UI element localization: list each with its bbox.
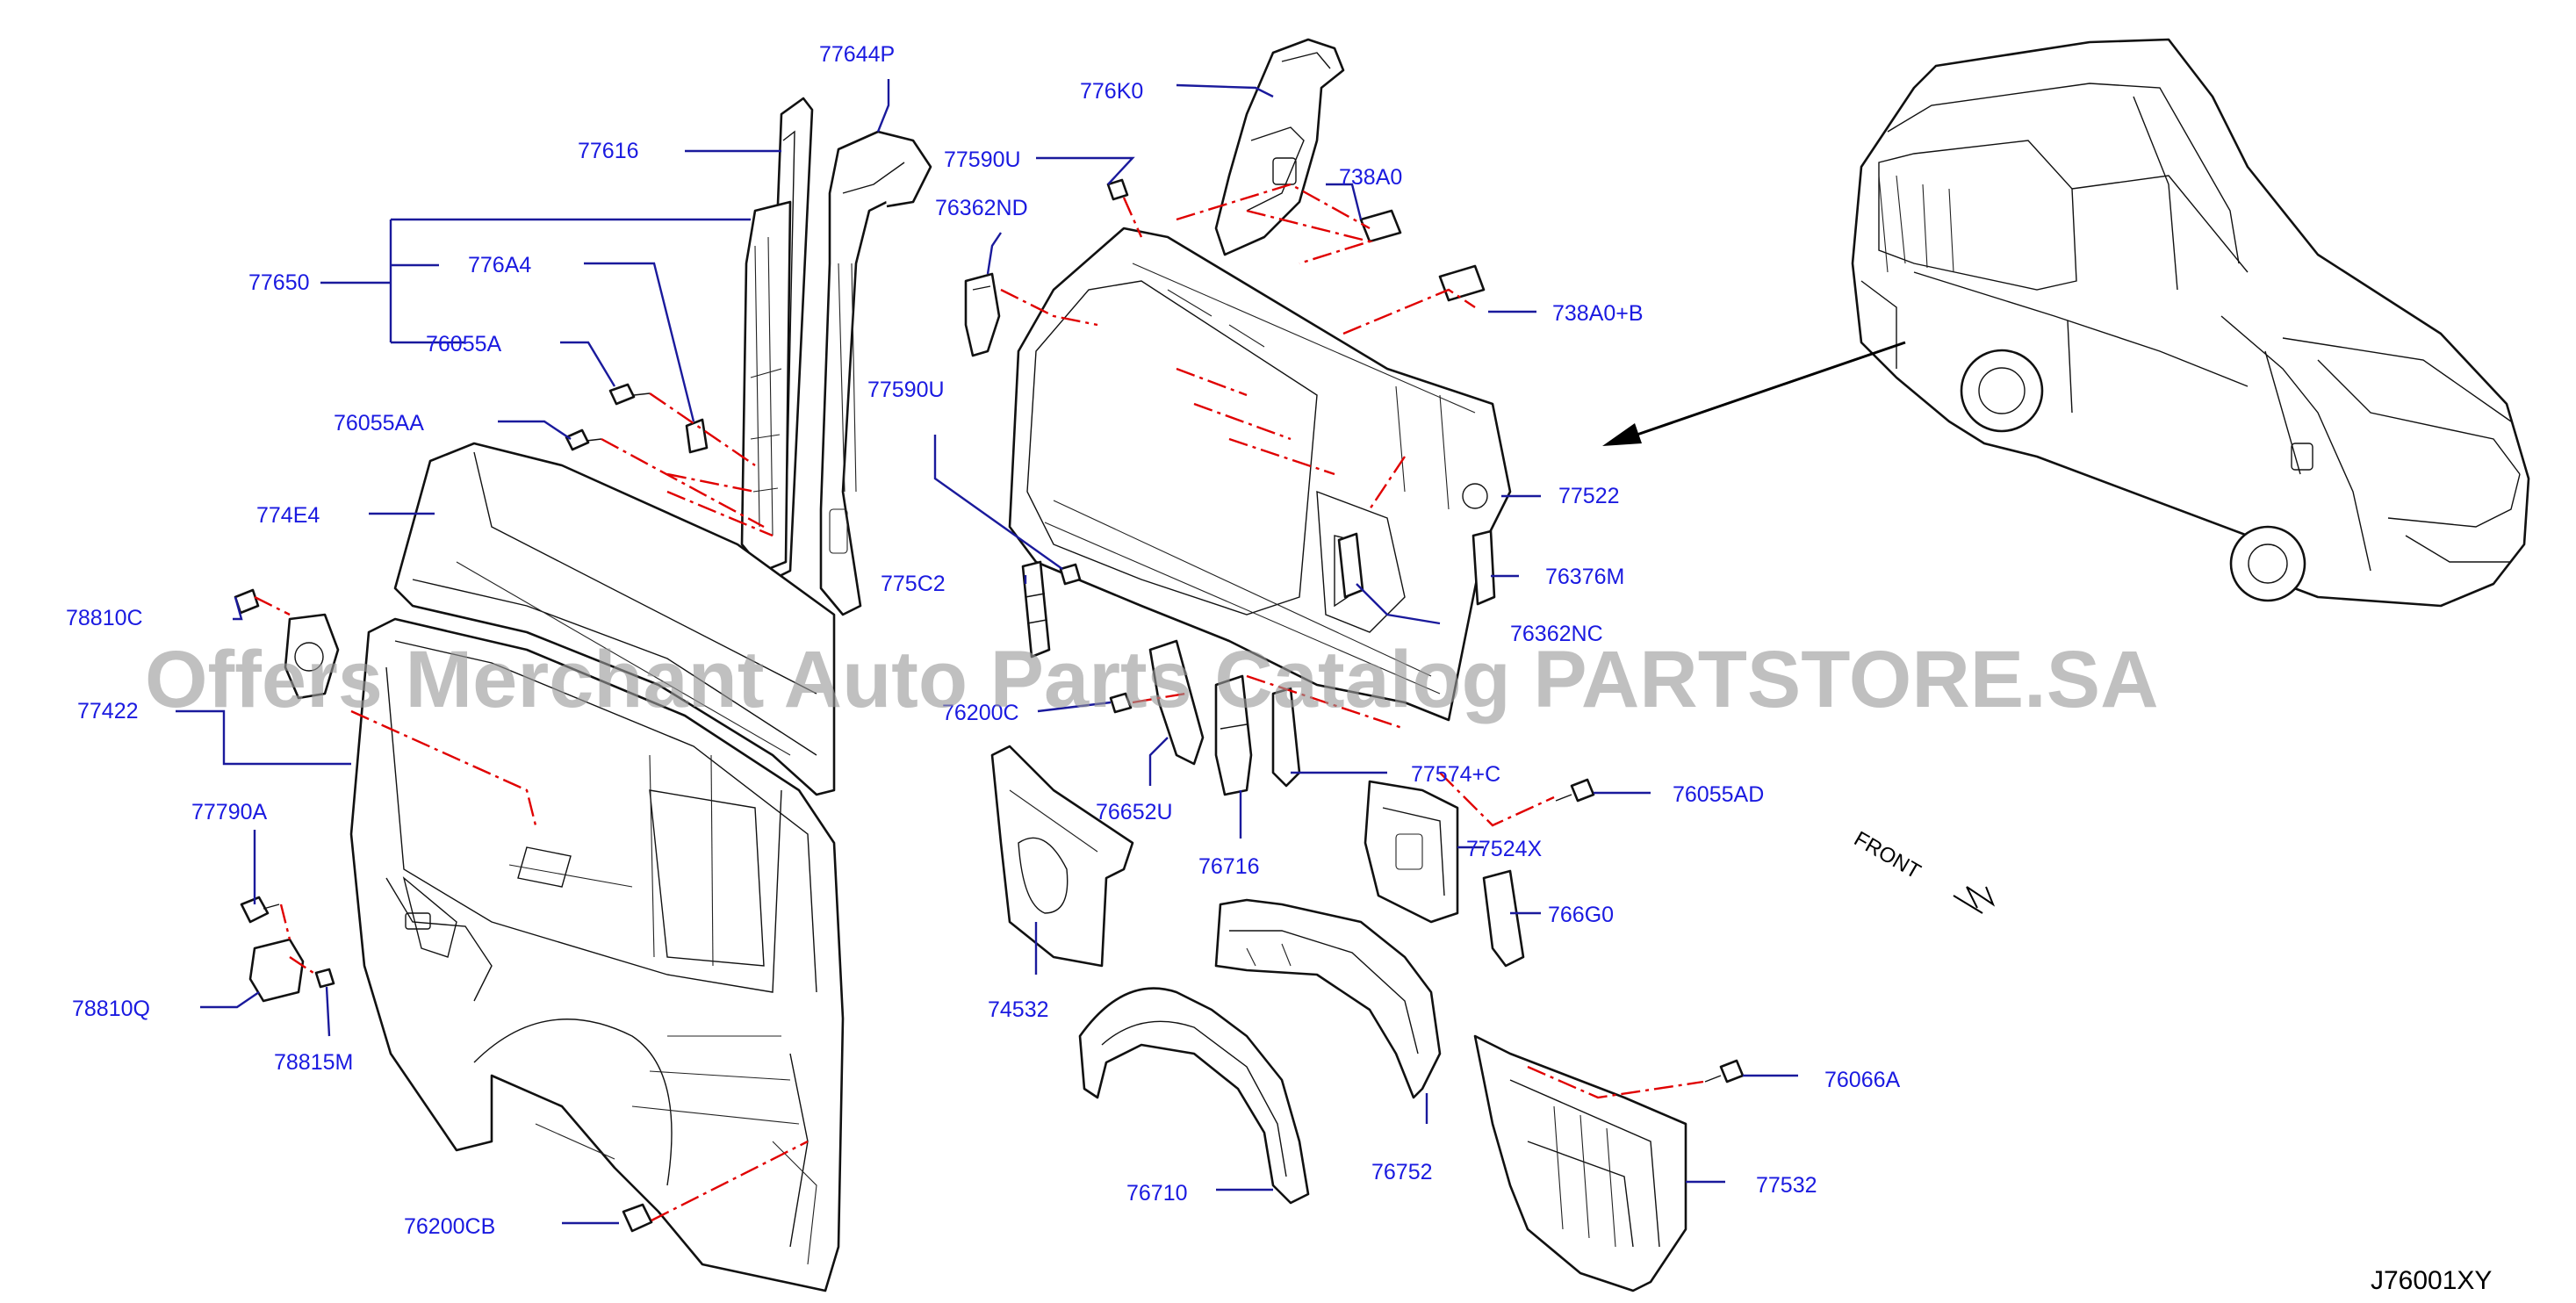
label-77524X: 77524X	[1466, 837, 1543, 861]
label-76055A: 76055A	[426, 332, 502, 356]
pillar-776K0	[1214, 38, 1345, 256]
label-738A0: 738A0	[1339, 165, 1402, 190]
label-775C2: 775C2	[881, 572, 946, 596]
patch-738A0	[1359, 209, 1402, 243]
bracket-775C2	[1021, 560, 1051, 659]
label-78810C: 78810C	[66, 606, 143, 630]
panel-74532	[990, 745, 1134, 968]
label-77650: 77650	[248, 270, 310, 295]
part-labels: 77644P 776K0 77616 77590U 738A0 76362ND …	[66, 42, 1901, 1239]
bracket-776A4	[685, 418, 709, 454]
panel-77532	[1473, 1034, 1687, 1292]
label-78810Q: 78810Q	[72, 997, 150, 1021]
label-77532: 77532	[1756, 1173, 1817, 1198]
bolt-76055A	[608, 383, 651, 406]
wheelhouse-76752	[1214, 898, 1442, 1099]
clip-76200CB	[622, 1203, 653, 1233]
bolt-76055AA	[565, 428, 602, 451]
label-77590U-mid: 77590U	[867, 378, 945, 402]
bracket-76362ND	[964, 272, 1001, 357]
label-76362NC: 76362NC	[1510, 622, 1603, 646]
label-76200CB: 76200CB	[404, 1214, 495, 1239]
label-76055AA: 76055AA	[334, 411, 424, 436]
wheelhouse-76710	[1078, 987, 1310, 1205]
label-76376M: 76376M	[1545, 565, 1624, 589]
pillar-77616	[740, 97, 814, 581]
label-77616: 77616	[578, 139, 639, 163]
patch-738A0B	[1438, 264, 1486, 302]
label-77574C: 77574+C	[1411, 762, 1500, 787]
bracket-76652U	[1148, 639, 1205, 766]
label-74532: 74532	[988, 997, 1049, 1022]
van-illustration	[1851, 38, 2530, 608]
roof-rail-774E4	[393, 442, 836, 796]
label-77522: 77522	[1558, 484, 1620, 508]
bracket-766G0	[1482, 869, 1525, 968]
label-76066A: 76066A	[1824, 1068, 1901, 1092]
label-77422: 77422	[77, 699, 139, 723]
leader-lines	[176, 79, 1798, 1225]
bolt-76066A	[1704, 1059, 1745, 1083]
bracket-77590U-top	[1106, 178, 1129, 201]
label-776K0: 776K0	[1080, 79, 1143, 104]
bracket-77524X	[1364, 780, 1459, 924]
clip-76200C	[1109, 692, 1133, 714]
front-indicator: FRONT	[1850, 827, 1996, 914]
reference-arrow	[1602, 341, 1906, 446]
label-766G0: 766G0	[1548, 903, 1614, 927]
rear-panel-77522	[1008, 227, 1512, 722]
label-76716: 76716	[1198, 854, 1260, 879]
label-76055AD: 76055AD	[1673, 782, 1764, 807]
label-77590U-top: 77590U	[944, 148, 1021, 172]
bracket-76376M	[1471, 529, 1496, 606]
label-76752: 76752	[1371, 1160, 1433, 1184]
front-label: FRONT	[1850, 827, 1925, 884]
pillar-77644P	[819, 130, 932, 616]
bolt-76055AD	[1555, 778, 1595, 803]
bracket-76716	[1214, 674, 1253, 796]
label-774E4: 774E4	[256, 503, 320, 528]
label-77790A: 77790A	[191, 800, 268, 824]
assembly-lines	[254, 183, 1704, 1222]
label-78815M: 78815M	[274, 1050, 353, 1075]
clip-78815M	[314, 968, 335, 989]
label-76652U: 76652U	[1096, 800, 1173, 824]
bracket-77590U-mid	[1059, 563, 1082, 586]
label-776A4: 776A4	[468, 253, 531, 277]
bolt-77790A	[240, 896, 280, 924]
label-77644P: 77644P	[819, 42, 895, 67]
label-738A0B: 738A0+B	[1552, 301, 1644, 326]
body-side-77422	[349, 617, 845, 1292]
bracket-78810C	[234, 588, 340, 700]
label-76710: 76710	[1126, 1181, 1188, 1206]
watermark-text: Offers Merchant Auto Parts Catalog PARTS…	[145, 635, 2159, 724]
diagram-code: J76001XY	[2371, 1266, 2492, 1295]
label-76362ND: 76362ND	[935, 196, 1028, 220]
label-76200C: 76200C	[942, 701, 1019, 725]
